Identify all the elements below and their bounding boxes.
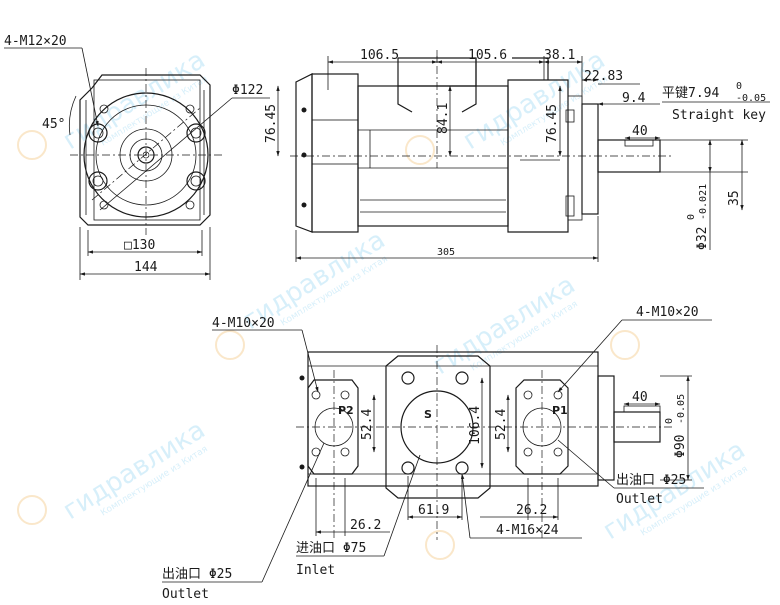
side-dim-381: 38.1 xyxy=(544,48,575,63)
side-dim-94: 9.4 xyxy=(622,91,646,106)
outlet-left-en: Outlet xyxy=(162,587,209,602)
bottom-dim-262-right: 26.2 xyxy=(516,503,547,518)
outlet-right-en: Outlet xyxy=(616,492,663,507)
side-dim-2283: 22.83 xyxy=(584,69,623,84)
front-square-label: □130 xyxy=(124,238,155,253)
bottom-right-bolt-label: 4-M10×20 xyxy=(636,305,699,320)
side-key-tol-lower: -0.05 xyxy=(736,93,766,104)
side-key-label: 平键7.94 xyxy=(662,86,719,101)
inlet-en: Inlet xyxy=(296,563,335,578)
side-dim-841: 84.1 xyxy=(436,103,451,134)
front-view: 4-M12×20 45° Φ122 □130 144 xyxy=(4,34,270,280)
bottom-view: P2 S P1 4-M10×20 4-M10×20 xyxy=(162,305,712,602)
outlet-left-cn: 出油口 Φ25 xyxy=(162,567,232,582)
side-length-label: 305 xyxy=(437,247,455,258)
watermark-logo-icon xyxy=(17,130,47,160)
s-label: S xyxy=(424,408,432,421)
watermark-brand: гидравлика xyxy=(58,45,211,156)
watermark-logo-icon xyxy=(215,330,245,360)
front-bolt-label: 4-M12×20 xyxy=(4,34,67,49)
side-dim-40: 40 xyxy=(632,124,648,139)
front-circle-label: Φ122 xyxy=(232,83,263,98)
p2-label: P2 xyxy=(338,404,354,417)
side-key-tol-upper: 0 xyxy=(736,81,742,92)
watermark-logo-icon xyxy=(17,495,47,525)
center-bolt-label: 4-M16×24 xyxy=(496,523,559,538)
side-dim-7645-right: 76.45 xyxy=(545,104,560,143)
bottom-pilot-tol-upper: 0 xyxy=(664,418,675,424)
watermark-brand: гидравлика xyxy=(58,415,211,526)
watermark-logo-icon xyxy=(425,530,455,560)
bottom-pilot-label: Φ90 xyxy=(673,435,688,458)
bottom-dim-262-left: 26.2 xyxy=(350,518,381,533)
side-dim-1065: 106.5 xyxy=(360,48,399,63)
outlet-right-cn: 出油口 Φ25 xyxy=(616,473,686,488)
side-dim-35: 35 xyxy=(727,190,742,206)
bottom-pilot-tol-lower: -0.05 xyxy=(676,394,687,424)
side-view: 106.5 105.6 38.1 22.83 9.4 平键7.94 0 -0.0… xyxy=(264,48,770,262)
side-key-label-en: Straight key xyxy=(672,108,766,123)
bottom-dim-524-left: 52.4 xyxy=(360,409,375,440)
bottom-left-bolt-label: 4-M10×20 xyxy=(212,316,275,331)
inlet-cn: 进油口 Φ75 xyxy=(296,541,366,556)
p1-label: P1 xyxy=(552,404,568,417)
watermark-logo-icon xyxy=(405,135,435,165)
bottom-dim-1064: 106.4 xyxy=(468,406,483,445)
side-shaft-tol-upper: 0 xyxy=(686,214,697,220)
side-dim-7645-left: 76.45 xyxy=(264,104,279,143)
front-width-label: 144 xyxy=(134,260,158,275)
bottom-dim-524-right: 52.4 xyxy=(494,409,509,440)
bottom-dim-40: 40 xyxy=(632,390,648,405)
side-shaft-tol-lower: -0.021 xyxy=(698,184,709,220)
bottom-dim-619: 61.9 xyxy=(418,503,449,518)
watermark-logo-icon xyxy=(610,330,640,360)
side-shaft-dia-label: Φ32 xyxy=(695,227,710,250)
front-angle-label: 45° xyxy=(42,117,65,132)
side-dim-1056: 105.6 xyxy=(468,48,507,63)
watermark-brand: гидравлика xyxy=(428,270,581,381)
